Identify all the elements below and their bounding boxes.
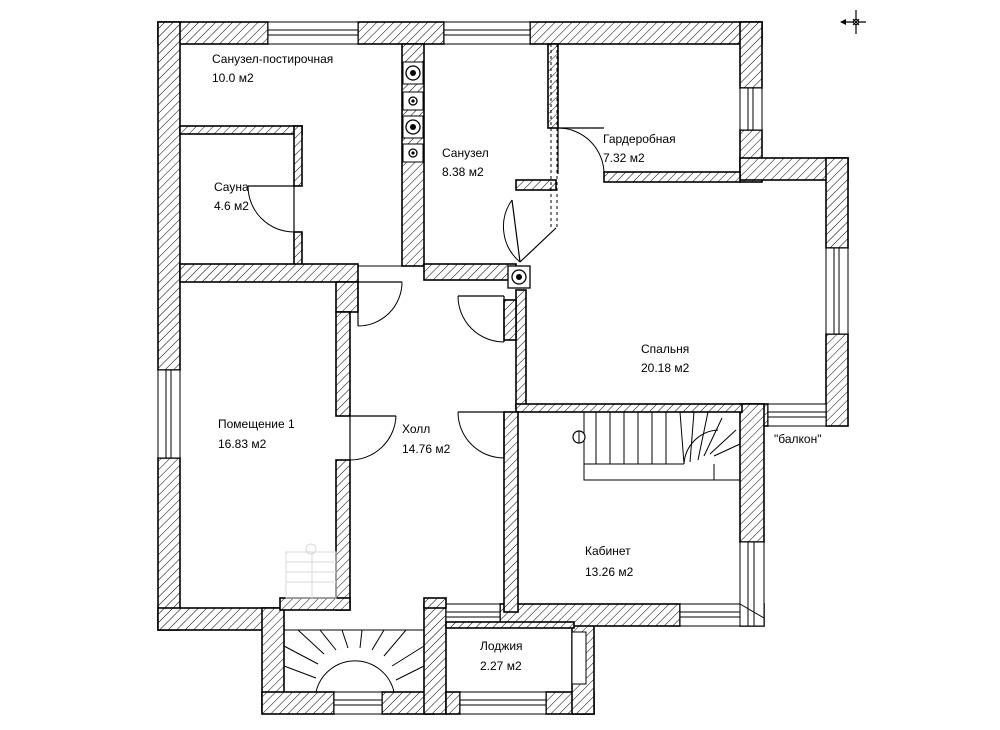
- room-name-spalnya: Спальня: [641, 342, 689, 356]
- wall-hall-right-top: [503, 299, 517, 341]
- room-area-sanuzel: 8.38 м2: [442, 165, 484, 179]
- window-garderob: [739, 87, 763, 131]
- room-area-sanuzel-postirochnaya: 10.0 м2: [212, 71, 254, 85]
- room-area-kabinet: 13.26 м2: [585, 565, 634, 579]
- wall-spalnya-top-left: [515, 179, 557, 191]
- room-area-sauna: 4.6 м2: [214, 199, 249, 213]
- window-top-2: [443, 21, 531, 45]
- wall-hall-left-bottom: [335, 459, 351, 611]
- wall-hall-left-top: [335, 281, 359, 313]
- sanuzel-partition: [550, 44, 558, 230]
- room-name-pomeschenie-1: Помещение 1: [218, 417, 295, 431]
- wall-left-upper: [157, 21, 181, 371]
- room-area-lodzhiya: 2.27 м2: [480, 659, 522, 673]
- wall-stair-right: [423, 603, 447, 715]
- room-area-holl: 14.76 м2: [402, 442, 451, 456]
- room-name-sanuzel-postirochnaya: Санузел-постирочная: [212, 52, 333, 66]
- doors: [247, 127, 605, 461]
- wall-spalnya-bottom: [515, 403, 743, 413]
- window-spalnya: [825, 247, 849, 335]
- wall-bay-right-bottom: [825, 333, 849, 427]
- room-area-garderobnaya: 7.32 м2: [603, 151, 645, 165]
- window-top-1: [267, 21, 359, 45]
- compass-icon: [840, 10, 866, 34]
- interior-walls: [179, 43, 743, 629]
- room-area-spalnya: 20.18 м2: [641, 361, 690, 375]
- wall-bay-right-top: [825, 157, 849, 249]
- stairs-kabinet: [572, 411, 741, 481]
- window-kabinet-bottom: [679, 603, 741, 627]
- wall-sauna-right-bottom: [293, 231, 303, 269]
- window-kabinet-right: [739, 541, 765, 627]
- wall-loggia-bottom-left: [445, 691, 461, 715]
- wall-top-middle: [357, 21, 445, 45]
- room-area-pomeschenie-1: 16.83 м2: [218, 437, 267, 451]
- wall-sauna-right-top: [293, 125, 303, 187]
- exterior-walls: [157, 21, 849, 715]
- window-left: [157, 369, 181, 459]
- balcony-label: "балкон": [774, 432, 821, 446]
- wall-stair-top-right: [423, 597, 447, 609]
- wall-right-lower: [739, 403, 765, 543]
- room-name-sanuzel: Санузел: [442, 146, 489, 160]
- wall-garderob-bottom: [603, 171, 741, 183]
- window-loggia-bottom: [459, 691, 547, 715]
- wall-garderob-left: [547, 43, 559, 129]
- window-stair: [333, 691, 383, 715]
- wall-wc-bottom-right: [423, 263, 517, 281]
- room-name-holl: Холл: [402, 422, 430, 436]
- wall-sauna-top: [179, 125, 303, 135]
- wall-spalnya-left: [515, 289, 527, 409]
- windows: [157, 21, 849, 715]
- plumbing-fixtures: [402, 61, 531, 289]
- stairs-bottom: [283, 543, 425, 693]
- window-balcony-door: [767, 403, 827, 427]
- wall-stair-top: [279, 597, 351, 611]
- wall-wc-bottom-left: [179, 263, 359, 283]
- room-name-garderobnaya: Гардеробная: [603, 132, 676, 146]
- wall-loggia-top: [445, 621, 575, 629]
- room-name-kabinet: Кабинет: [585, 544, 631, 558]
- room-name-sauna: Сауна: [214, 180, 249, 194]
- room-name-lodzhiya: Лоджия: [480, 639, 523, 653]
- wall-top-right: [529, 21, 763, 45]
- wall-right-top: [739, 21, 763, 89]
- room-labels: Санузел-постирочная 10.0 м2 Сауна 4.6 м2…: [212, 52, 821, 673]
- wall-stair-bottom-left: [261, 691, 335, 715]
- wall-hall-right-bottom: [503, 411, 519, 613]
- window-loggia-side: [571, 631, 587, 685]
- wall-left-lower: [157, 457, 181, 631]
- wall-hall-left-mid: [335, 311, 351, 417]
